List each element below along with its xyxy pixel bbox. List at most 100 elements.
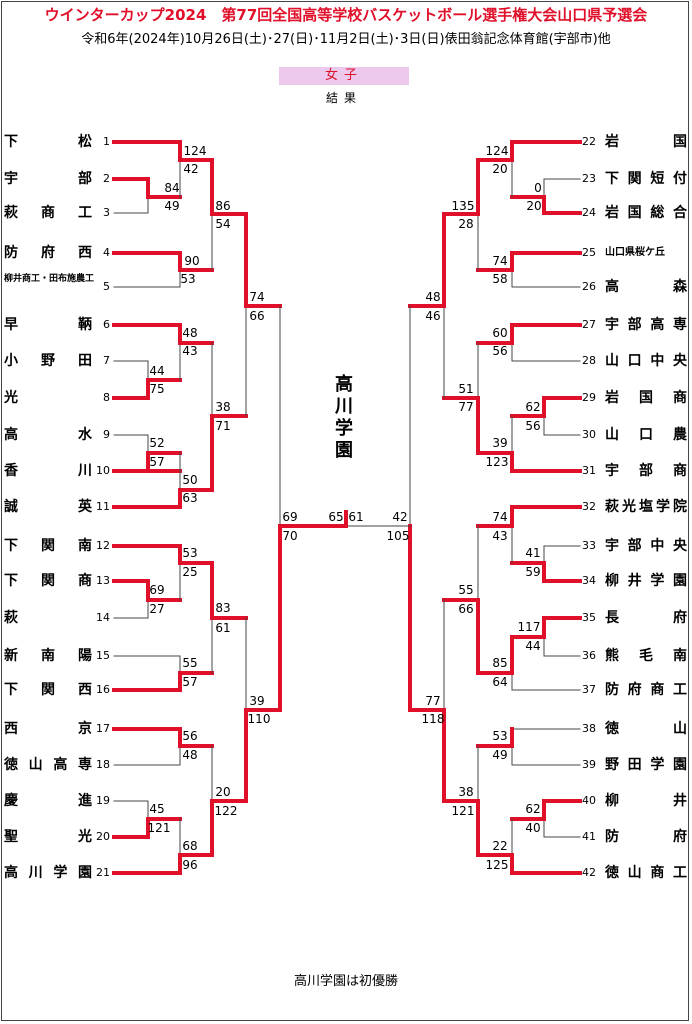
game-score: 28 [458,217,473,231]
game-score: 125 [486,858,509,872]
game-score: 44 [149,364,164,378]
seed-number-left: 10 [96,464,110,477]
seed-number-right: 41 [582,830,596,843]
seed-number-left: 9 [103,428,110,441]
game-score: 42 [183,162,198,176]
seed-number-left: 18 [96,758,110,771]
game-score: 22 [492,839,507,853]
game-score: 56 [492,344,507,358]
game-score: 49 [492,748,507,762]
team-name-right: 岩国 [605,134,687,150]
team-name-left: 下関南 [4,538,92,554]
seed-number-left: 13 [96,574,110,587]
team-name-left: 下関西 [4,682,92,698]
team-name-right: 柳井 [605,793,687,809]
team-name-left: 香川 [4,463,92,479]
team-name-left: 光 [4,390,18,406]
seed-number-left: 2 [103,172,110,185]
game-score: 20 [526,199,541,213]
team-name-right: 山口県桜ケ丘 [605,247,665,258]
team-name-left: 下松 [4,134,92,150]
game-score: 83 [215,601,230,615]
game-score: 123 [486,455,509,469]
game-score: 62 [525,400,540,414]
seed-number-right: 33 [582,539,596,552]
game-score: 121 [148,821,171,835]
seed-number-right: 40 [582,794,596,807]
seed-number-right: 24 [582,206,596,219]
seed-number-right: 27 [582,318,596,331]
team-name-right: 高森 [605,279,687,295]
game-score: 110 [248,712,271,726]
game-score: 55 [182,656,197,670]
game-score: 66 [249,309,264,323]
game-score: 64 [492,675,507,689]
team-name-left: 慶進 [4,793,92,809]
team-name-right: 下関短付 [605,171,687,187]
game-score: 25 [182,565,197,579]
seed-number-left: 3 [103,206,110,219]
team-name-left: 柳井商工・田布施農工 [4,274,95,284]
game-score: 74 [492,510,507,524]
game-score: 43 [492,529,507,543]
game-score: 20 [215,785,230,799]
game-score: 58 [492,272,507,286]
team-name-right: 宇部商 [605,463,687,479]
game-score: 96 [182,858,197,872]
team-name-right: 萩光塩学院 [605,499,687,515]
seed-number-left: 12 [96,539,110,552]
team-name-left: 早鞆 [4,317,92,333]
game-score: 54 [215,217,230,231]
game-score: 62 [525,802,540,816]
seed-number-right: 28 [582,354,596,367]
team-name-left: 高川学園 [4,865,92,881]
seed-number-left: 21 [96,866,110,879]
game-score: 118 [422,712,445,726]
seed-number-left: 7 [103,354,110,367]
category-badge: 女子 [279,67,409,85]
game-score: 90 [184,254,199,268]
game-score: 75 [149,382,164,396]
team-name-right: 徳山商工 [605,865,687,881]
team-name-left: 宇部 [4,171,92,187]
seed-number-left: 4 [103,246,110,259]
footer-note: 高川学園は初優勝 [293,974,398,989]
game-score: 48 [182,326,197,340]
game-score: 52 [149,436,164,450]
team-name-right: 長府 [605,610,687,626]
game-score: 135 [452,199,475,213]
game-score: 71 [215,419,230,433]
team-name-left: 聖光 [4,829,92,845]
team-name-left: 徳山高専 [4,757,92,773]
seed-number-right: 23 [582,172,596,185]
page-subtitle: 令和6年(2024年)10月26日(土)･27(日)･11月2日(土)･3日(日… [81,32,611,47]
team-name-left: 誠英 [4,499,92,515]
game-score: 48 [425,290,440,304]
seed-number-right: 36 [582,649,596,662]
seed-number-right: 38 [582,722,596,735]
team-name-right: 柳井学園 [605,573,687,589]
team-name-right: 徳山 [605,721,687,737]
game-score: 86 [215,199,230,213]
seed-number-right: 30 [582,428,596,441]
seed-number-right: 37 [582,683,596,696]
game-score: 59 [525,565,540,579]
seed-number-right: 29 [582,391,596,404]
seed-number-right: 42 [582,866,596,879]
seed-number-right: 39 [582,758,596,771]
game-score: 61 [348,510,363,524]
team-name-left: 西京 [4,721,92,737]
team-name-right: 防府 [605,829,687,845]
team-name-right: 熊毛南 [605,648,687,664]
page-title: ウインターカップ2024 第77回全国高等学校バスケットボール選手権大会山口県予… [44,6,648,24]
team-name-left: 新南陽 [4,648,92,664]
seed-number-left: 17 [96,722,110,735]
seed-number-right: 32 [582,500,596,513]
game-score: 56 [525,419,540,433]
team-name-right: 山口中央 [605,353,687,369]
game-score: 42 [392,510,407,524]
game-score: 117 [518,620,541,634]
game-score: 61 [215,621,230,635]
seed-number-left: 8 [103,391,110,404]
